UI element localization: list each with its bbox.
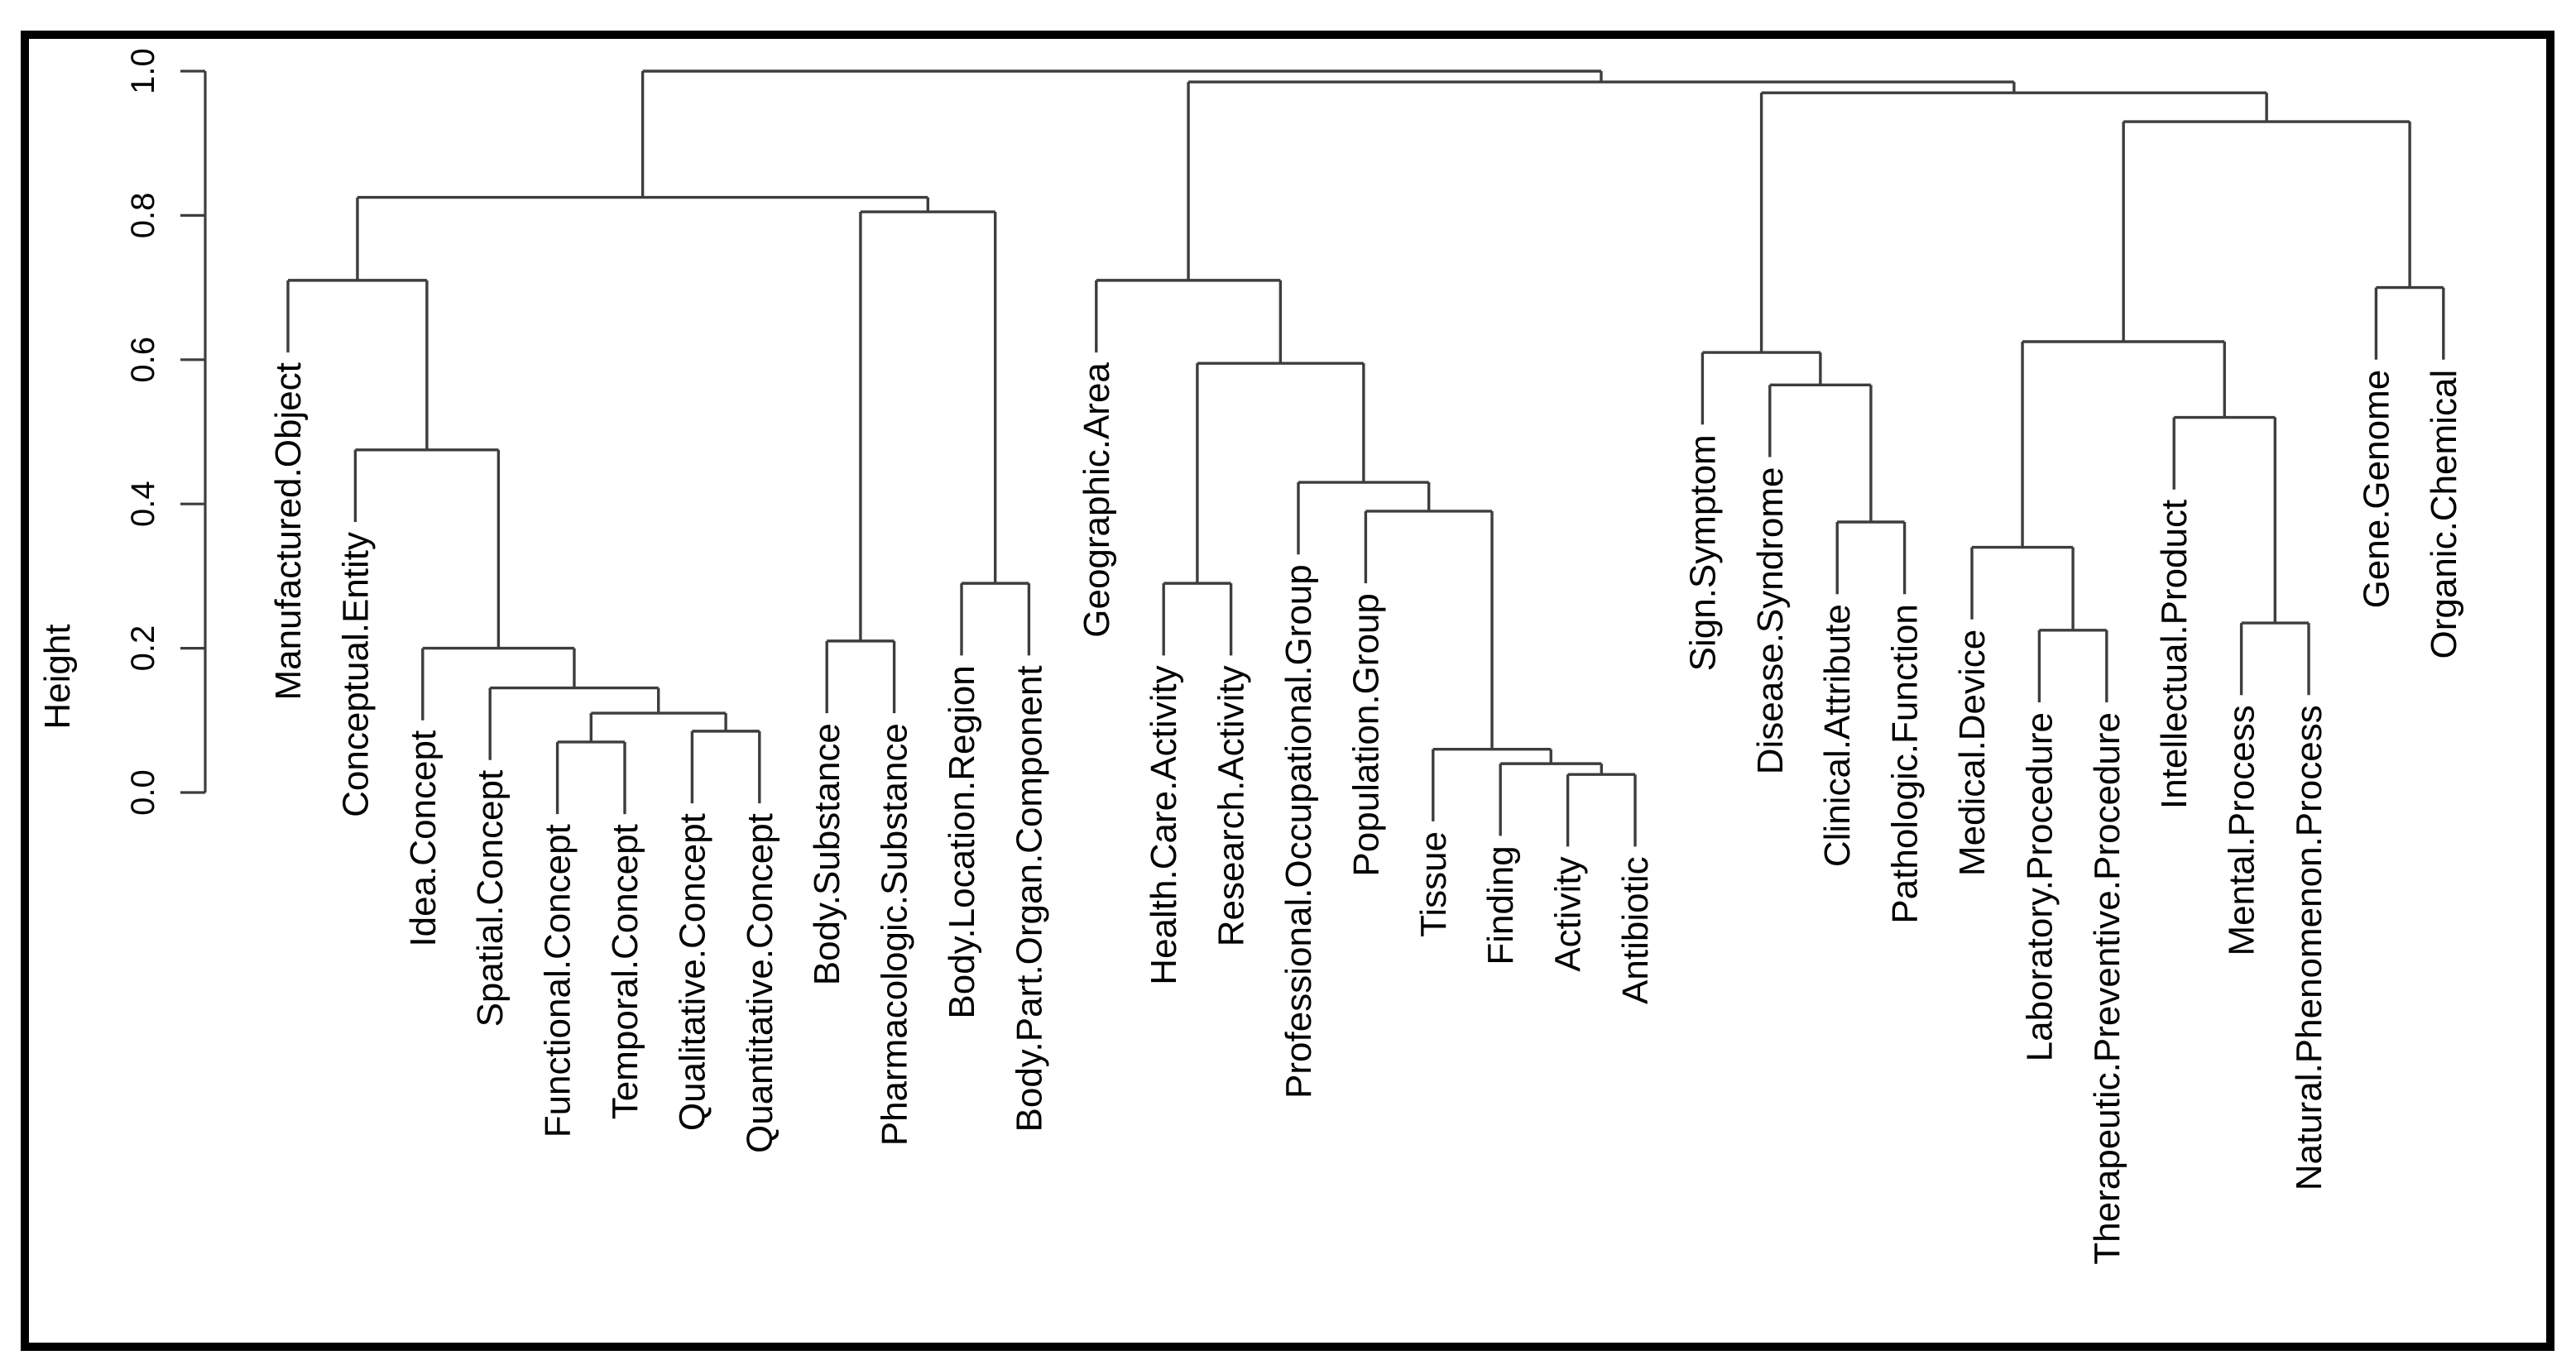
leaf-label: Natural.Phenomenon.Process [2289, 705, 2329, 1190]
leaf-label: Conceptual.Entity [335, 532, 376, 817]
leaf-label: Research.Activity [1211, 665, 1252, 946]
y-tick-label: 0.6 [125, 337, 161, 383]
y-axis-title: Height [37, 624, 78, 729]
leaf-label: Quantitative.Concept [740, 813, 780, 1153]
leaf-label: Intellectual.Product [2154, 500, 2195, 809]
leaf-label: Finding [1480, 845, 1521, 965]
leaf-label: Pharmacologic.Substance [875, 723, 915, 1146]
leaf-label: Tissue [1413, 831, 1454, 937]
leaf-label: Population.Group [1346, 593, 1386, 876]
leaf-label: Temporal.Concept [605, 824, 645, 1119]
leaf-label: Body.Location.Region [942, 665, 982, 1018]
leaf-label: Sign.Symptom [1682, 434, 1723, 671]
leaf-label: Clinical.Attribute [1817, 604, 1858, 867]
leaf-label: Laboratory.Procedure [2019, 712, 2060, 1061]
leaf-label: Body.Substance [807, 723, 847, 985]
leaf-label: Manufactured.Object [268, 362, 309, 700]
leaf-label: Pathologic.Function [1885, 604, 1926, 923]
leaf-label: Qualitative.Concept [672, 813, 712, 1131]
leaf-label: Idea.Concept [403, 730, 444, 947]
leaf-label: Organic.Chemical [2424, 370, 2464, 659]
leaf-label: Professional.Occupational.Group [1278, 564, 1319, 1099]
leaf-label: Body.Part.Organ.Component [1009, 665, 1049, 1132]
y-tick-label: 0.8 [125, 193, 161, 239]
leaf-label: Activity [1548, 856, 1589, 971]
y-tick-label: 0.4 [125, 481, 161, 527]
y-tick-label: 1.0 [125, 48, 161, 94]
leaf-label: Geographic.Area [1077, 362, 1117, 638]
leaf-label: Antibiotic [1615, 856, 1656, 1004]
leaf-label: Medical.Device [1952, 630, 1993, 876]
leaf-label: Disease.Syndrome [1750, 467, 1791, 775]
leaf-label: Therapeutic.Preventive.Procedure [2087, 712, 2127, 1265]
y-tick-label: 0.2 [125, 625, 161, 672]
leaf-label: Mental.Process [2222, 705, 2262, 955]
figure-border [21, 31, 2554, 1351]
y-tick-label: 0.0 [125, 769, 161, 816]
leaf-label: Gene.Genome [2356, 370, 2396, 609]
leaf-label: Functional.Concept [538, 824, 578, 1137]
leaf-label: Health.Care.Activity [1144, 665, 1184, 984]
leaf-label: Spatial.Concept [470, 770, 511, 1027]
